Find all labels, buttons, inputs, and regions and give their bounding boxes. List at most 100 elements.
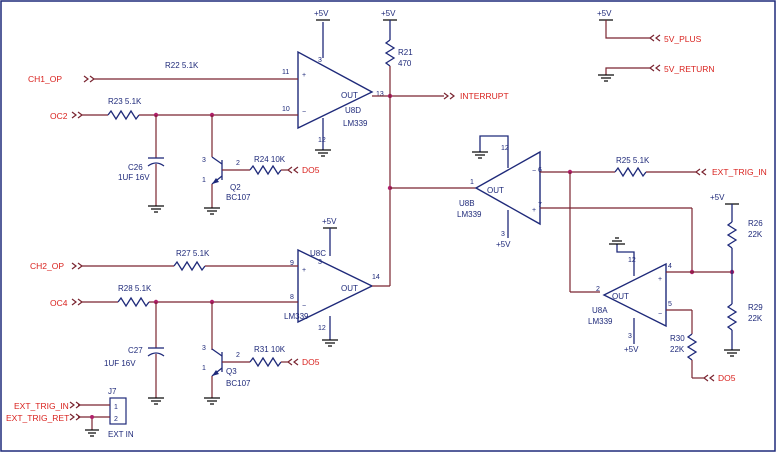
vcc-label-r21: +5V (381, 9, 396, 18)
svg-text:7: 7 (538, 202, 542, 209)
svg-text:12: 12 (628, 257, 636, 264)
r26-value: 22K (748, 230, 763, 239)
net-oc2: OC2 (50, 111, 68, 121)
j7-connector (109, 397, 127, 425)
r21-value: 470 (398, 59, 412, 68)
r23-resistor (107, 109, 140, 121)
svg-text:11: 11 (282, 69, 289, 76)
r26-ref: R26 (748, 219, 763, 228)
net-ext-trig-in: EXT_TRIG_IN (14, 401, 69, 411)
svg-text:1: 1 (114, 404, 118, 411)
u8c-out-label: OUT (341, 284, 358, 293)
svg-text:5: 5 (668, 301, 672, 308)
svg-text:−: − (302, 109, 306, 116)
net-interrupt: INTERRUPT (460, 91, 509, 101)
svg-text:3: 3 (628, 333, 632, 340)
q3-ref: Q3 (226, 367, 237, 376)
q2-ref: Q2 (230, 183, 241, 192)
svg-text:13: 13 (376, 91, 384, 98)
ext-trig-ret-connector-icon (69, 413, 81, 421)
q3-part: BC107 (226, 379, 251, 388)
oc2-connector-icon (71, 111, 83, 119)
svg-text:3: 3 (202, 157, 206, 164)
r30-resistor (686, 333, 698, 361)
r30-ref: R30 (670, 334, 685, 343)
q3-transistor (211, 348, 223, 377)
svg-text:3: 3 (318, 57, 322, 64)
comparator-u8c: + − OUT U8C LM339 3 12 9 8 14 (284, 248, 380, 332)
u8c-ref: U8C (310, 249, 326, 258)
r29-resistor (726, 303, 738, 331)
net-5v-plus: 5V_PLUS (664, 34, 702, 44)
r31-label: R31 10K (254, 345, 286, 354)
svg-text:2: 2 (236, 352, 240, 359)
u8c-part: LM339 (284, 312, 309, 321)
r21-resistor (384, 39, 396, 67)
svg-text:8: 8 (290, 294, 294, 301)
svg-text:1: 1 (470, 179, 474, 186)
u8a-out-label: OUT (612, 292, 629, 301)
svg-text:+: + (302, 267, 306, 274)
svg-text:3: 3 (501, 231, 505, 238)
svg-text:2: 2 (236, 160, 240, 167)
oc4-connector-icon (71, 298, 83, 306)
vcc-label-u8d: +5V (314, 9, 329, 18)
svg-text:1: 1 (202, 365, 206, 372)
net-ext-trig-ret: EXT_TRIG_RET (6, 413, 69, 423)
j7-name: EXT IN (108, 430, 134, 439)
svg-text:3: 3 (318, 259, 322, 266)
svg-text:14: 14 (372, 274, 380, 281)
r25-resistor (614, 166, 647, 178)
r28-label: R28 5.1K (118, 284, 152, 293)
net-5v-return: 5V_RETURN (664, 64, 715, 74)
svg-text:−: − (302, 303, 306, 310)
r25-label: R25 5.1K (616, 156, 650, 165)
r24-resistor (249, 164, 282, 176)
u8d-out-label: OUT (341, 91, 358, 100)
net-ch2-op: CH2_OP (30, 261, 64, 271)
svg-text:1: 1 (202, 177, 206, 184)
comparator-u8b: OUT − + 1 6 7 12 3 U8B LM339 (457, 145, 542, 238)
svg-text:12: 12 (501, 145, 509, 152)
svg-text:9: 9 (290, 260, 294, 267)
svg-text:+: + (302, 72, 306, 79)
net-do5-top: DO5 (302, 165, 320, 175)
u8b-part: LM339 (457, 210, 482, 219)
net-do5-right: DO5 (718, 373, 736, 383)
u8d-ref: U8D (345, 106, 361, 115)
net-oc4: OC4 (50, 298, 68, 308)
svg-text:−: − (658, 311, 662, 318)
r31-resistor (249, 356, 282, 368)
u8a-ref: U8A (592, 306, 608, 315)
svg-text:12: 12 (318, 137, 326, 144)
vcc-label-u8b: +5V (496, 240, 511, 249)
svg-text:2: 2 (114, 416, 118, 423)
q2-part: BC107 (226, 193, 251, 202)
ext-trig-in-connector-icon (69, 401, 81, 409)
do5-right-connector-icon (703, 374, 715, 382)
j7-ref: J7 (108, 387, 117, 396)
svg-text:12: 12 (318, 325, 326, 332)
r27-resistor (173, 260, 206, 272)
vcc-label-u8c: +5V (322, 217, 337, 226)
u8a-part: LM339 (588, 317, 613, 326)
svg-text:+: + (532, 207, 536, 214)
r29-value: 22K (748, 314, 763, 323)
c26-value: 1UF 16V (118, 173, 150, 182)
svg-text:2: 2 (596, 286, 600, 293)
r24-label: R24 10K (254, 155, 286, 164)
vcc-label-u8a: +5V (624, 345, 639, 354)
q2-transistor (211, 156, 223, 185)
r23-label: R23 5.1K (108, 97, 142, 106)
ground-symbol (315, 149, 331, 157)
vcc-label-divider: +5V (710, 193, 725, 202)
svg-text:3: 3 (202, 345, 206, 352)
interrupt-connector-icon (443, 92, 455, 100)
r27-label: R27 5.1K (176, 249, 210, 258)
r21-ref: R21 (398, 48, 413, 57)
u8b-out-label: OUT (487, 186, 504, 195)
r22-label: R22 5.1K (165, 61, 199, 70)
